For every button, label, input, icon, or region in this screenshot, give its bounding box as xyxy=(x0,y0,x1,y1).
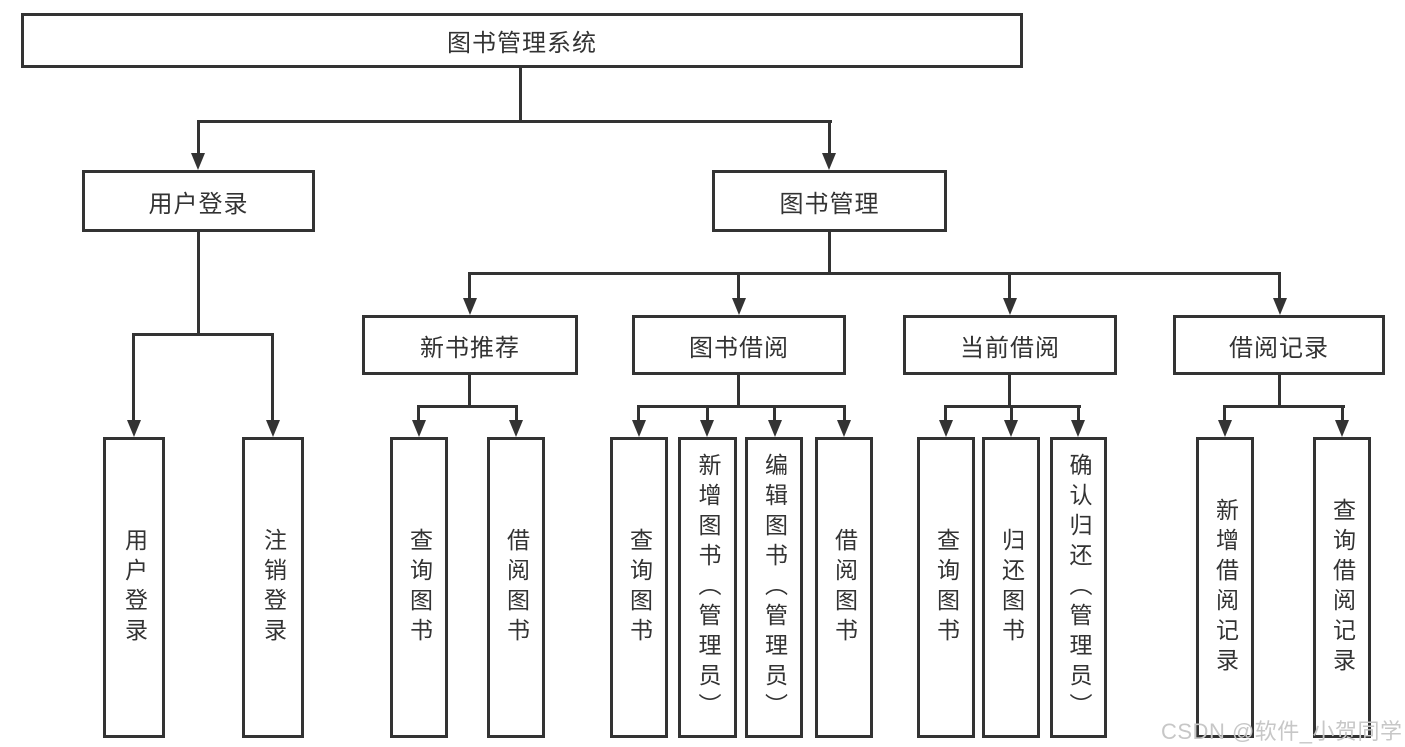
connector-drop-book-mgmt xyxy=(828,120,831,156)
node-label: 借阅记录 xyxy=(1229,334,1329,362)
connector-drop-logout xyxy=(271,333,274,422)
node-borrow-records: 借阅记录 xyxy=(1173,315,1385,375)
node-label: 图书管理系统 xyxy=(447,30,597,57)
arrowhead-down-icon xyxy=(768,420,782,437)
arrowhead-down-icon xyxy=(939,420,953,437)
connector-root-rail xyxy=(197,120,832,123)
arrowhead-down-icon xyxy=(1335,420,1349,437)
node-label: 查询图书 xyxy=(406,527,433,648)
node-return-books: 归还图书 xyxy=(982,437,1040,738)
connector-drop xyxy=(1341,405,1344,423)
connector-drop-records xyxy=(1278,272,1281,301)
arrowhead-down-icon xyxy=(1071,420,1085,437)
node-label: 新增借阅记录 xyxy=(1212,497,1239,678)
node-label: 确认归还（管理员） xyxy=(1066,452,1092,723)
node-user-login: 用户登录 xyxy=(82,170,315,232)
node-query-books-borrow: 查询图书 xyxy=(610,437,668,738)
node-current-borrow: 当前借阅 xyxy=(903,315,1117,375)
arrowhead-down-icon xyxy=(191,153,205,170)
node-query-books-recommend: 查询图书 xyxy=(390,437,448,738)
connector-bookmgmt-rail xyxy=(468,272,1281,275)
connector-records-rail xyxy=(1223,405,1345,408)
connector-drop xyxy=(515,405,518,423)
arrowhead-down-icon xyxy=(732,298,746,315)
node-label: 用户登录 xyxy=(121,527,148,648)
node-label: 新增图书（管理员） xyxy=(695,452,721,723)
connector-drop xyxy=(843,405,846,423)
node-label: 图书借阅 xyxy=(689,334,789,362)
connector-current-stem xyxy=(1008,375,1011,408)
connector-userlogin-stem xyxy=(197,232,200,336)
connector-bookmgmt-stem xyxy=(828,232,831,275)
node-label: 用户登录 xyxy=(148,190,249,218)
arrowhead-down-icon xyxy=(463,298,477,315)
node-query-books-current: 查询图书 xyxy=(917,437,975,738)
arrowhead-down-icon xyxy=(1003,298,1017,315)
arrowhead-down-icon xyxy=(1273,298,1287,315)
connector-drop xyxy=(1223,405,1226,423)
arrowhead-down-icon xyxy=(127,420,141,437)
node-edit-books-admin: 编辑图书（管理员） xyxy=(745,437,803,738)
connector-drop-current xyxy=(1008,272,1011,301)
arrowhead-down-icon xyxy=(700,420,714,437)
connector-drop-newbook xyxy=(468,272,471,301)
node-label: 借阅图书 xyxy=(831,527,858,648)
node-user-login-leaf: 用户登录 xyxy=(103,437,165,738)
arrowhead-down-icon xyxy=(509,420,523,437)
node-book-management: 图书管理 xyxy=(712,170,947,232)
node-query-borrow-record: 查询借阅记录 xyxy=(1313,437,1371,738)
node-label: 借阅图书 xyxy=(503,527,530,648)
connector-userlogin-rail xyxy=(132,333,274,336)
node-label: 查询借阅记录 xyxy=(1329,497,1356,678)
connector-drop xyxy=(944,405,947,423)
node-add-borrow-record: 新增借阅记录 xyxy=(1196,437,1254,738)
connector-bookborrow-stem xyxy=(737,375,740,408)
arrowhead-down-icon xyxy=(266,420,280,437)
node-logout-leaf: 注销登录 xyxy=(242,437,304,738)
node-label: 归还图书 xyxy=(998,527,1025,648)
node-add-books-admin: 新增图书（管理员） xyxy=(678,437,737,738)
node-label: 注销登录 xyxy=(260,527,287,648)
node-library-system: 图书管理系统 xyxy=(21,13,1023,68)
connector-newbook-rail xyxy=(417,405,518,408)
arrowhead-down-icon xyxy=(1004,420,1018,437)
csdn-watermark: CSDN @软件_小贺同学 xyxy=(1161,719,1403,744)
node-borrow-books-recommend: 借阅图书 xyxy=(487,437,545,738)
node-label: 图书管理 xyxy=(779,190,880,218)
node-new-book-recommend: 新书推荐 xyxy=(362,315,578,375)
node-label: 查询图书 xyxy=(626,527,653,648)
arrowhead-down-icon xyxy=(837,420,851,437)
connector-drop xyxy=(1077,405,1080,423)
connector-root-stem xyxy=(519,66,522,123)
node-label: 当前借阅 xyxy=(960,334,1060,362)
connector-bookborrow-rail xyxy=(637,405,846,408)
connector-drop xyxy=(637,405,640,423)
connector-newbook-stem xyxy=(468,375,471,408)
node-confirm-return-admin: 确认归还（管理员） xyxy=(1050,437,1107,738)
connector-drop-user-login xyxy=(197,120,200,156)
connector-drop xyxy=(706,405,709,423)
node-book-borrow: 图书借阅 xyxy=(632,315,846,375)
node-label: 新书推荐 xyxy=(420,334,520,362)
node-borrow-books-leaf: 借阅图书 xyxy=(815,437,873,738)
connector-drop-borrow xyxy=(737,272,740,301)
connector-drop xyxy=(773,405,776,423)
arrowhead-down-icon xyxy=(822,153,836,170)
connector-drop xyxy=(1010,405,1013,423)
connector-drop-login xyxy=(132,333,135,422)
connector-records-stem xyxy=(1278,375,1281,408)
node-label: 查询图书 xyxy=(933,527,960,648)
connector-drop xyxy=(417,405,420,423)
arrowhead-down-icon xyxy=(412,420,426,437)
arrowhead-down-icon xyxy=(1218,420,1232,437)
node-label: 编辑图书（管理员） xyxy=(761,452,788,723)
arrowhead-down-icon xyxy=(632,420,646,437)
